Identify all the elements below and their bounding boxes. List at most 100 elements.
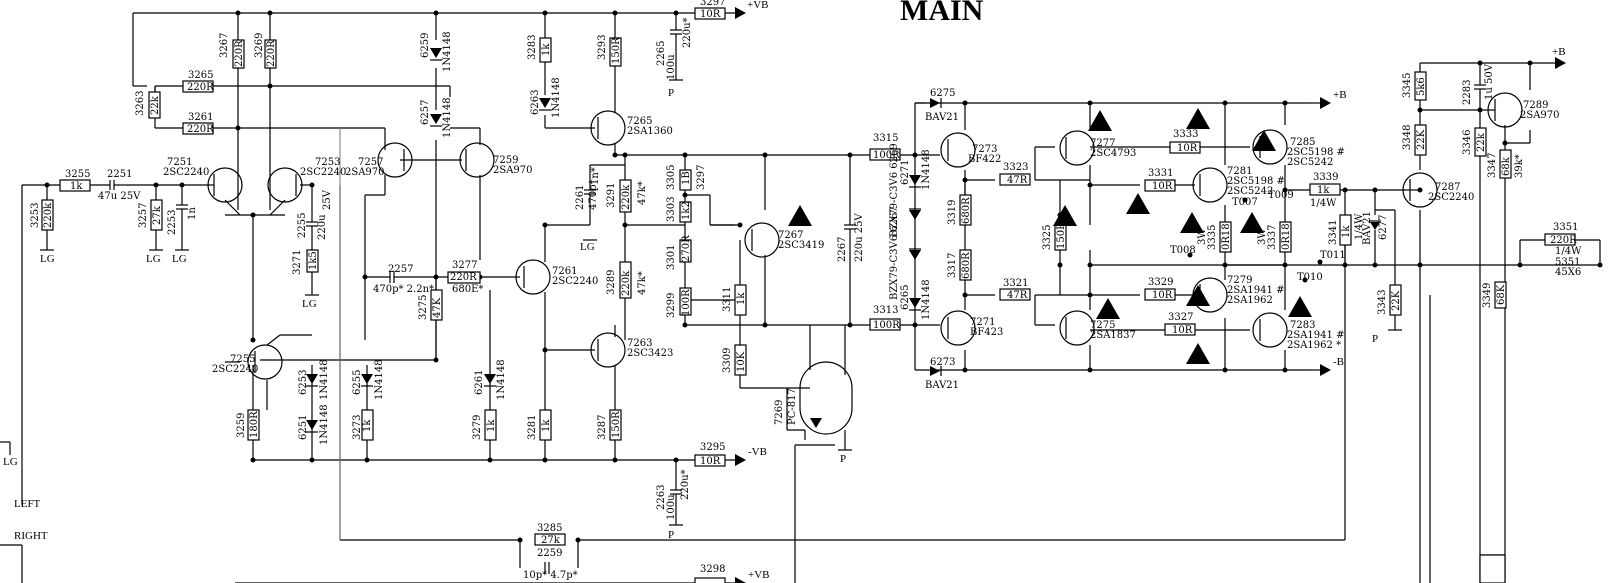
label-r3321: 3321: [1003, 278, 1028, 289]
label-q7271: 7271: [970, 317, 995, 328]
value-r3317: 680R: [961, 252, 972, 279]
value-r3279: 1k: [486, 419, 497, 432]
label-d6275: 6275: [930, 88, 955, 99]
value2-c2263: 220u*: [680, 469, 691, 500]
label-r3323: 3323: [1003, 162, 1028, 173]
value-r3303: 1k2: [681, 201, 692, 220]
label-r3285: 3285: [537, 523, 562, 534]
label-r3346: 3346: [1462, 130, 1473, 155]
value-q7271: BF423: [970, 327, 1003, 338]
value-r3299: 100R: [681, 289, 692, 316]
label-q7287: 7287: [1435, 182, 1460, 193]
label-q7275: 7275: [1090, 320, 1115, 331]
label-q7253: 7253: [315, 157, 340, 168]
value-q7267: 2SC3419: [778, 240, 824, 251]
value-r3323: 47R: [1007, 175, 1028, 186]
lg-label-4: LG: [302, 298, 317, 310]
label-c2265: 2265: [656, 41, 667, 66]
label-r3311: 3311: [722, 287, 733, 312]
p-label-1: P: [668, 87, 674, 99]
label-r3303: 3303: [666, 197, 677, 222]
value2-r3339: 1/4W: [1310, 198, 1337, 209]
label-r3263: 3263: [135, 91, 146, 116]
label-r3319: 3319: [947, 200, 958, 225]
value2-r3347: 39k*: [1514, 154, 1525, 178]
label-r3255: 3255: [65, 169, 90, 180]
label-q7257: 7257: [358, 157, 383, 168]
value2-c2261: 1n*: [590, 167, 601, 185]
value-r3331: 10R: [1152, 181, 1173, 192]
rail-label-pos-b: +B: [1333, 89, 1347, 101]
label-r3305: 3305: [666, 165, 677, 190]
value-r3349: 68K: [1496, 284, 1507, 305]
value-q7251: 2SC2240: [163, 167, 209, 178]
value-r3255: 1k: [70, 181, 83, 192]
value-q7273: BF422: [968, 154, 1001, 165]
value2-r3277: 680E*: [452, 284, 483, 295]
value-r3351: 220R: [1550, 235, 1577, 246]
label-r3265: 3265: [188, 70, 213, 81]
label-r3257: 3257: [138, 203, 149, 228]
label-r3343: 3343: [1377, 290, 1388, 315]
value-d6253: 1N4148: [319, 359, 330, 400]
label-r3295: 3295: [700, 442, 725, 453]
label-r3341: 3341: [1328, 220, 1339, 245]
label-d6251: 6251: [298, 415, 309, 440]
value-q7275: 2SA1837: [1090, 330, 1136, 341]
label-l5351: 5351: [1555, 257, 1580, 268]
label-c2283: 2283: [1462, 80, 1473, 105]
value-r3267: 220R: [234, 40, 245, 67]
component-labels: 3265 220R 3261 220R 3255 1k 2251 47u 25V…: [65, 0, 1582, 581]
label-r3277: 3277: [452, 260, 477, 271]
label-d6257: 6257: [420, 100, 431, 125]
lg-label-1: LG: [40, 253, 55, 265]
label-r3327: 3327: [1168, 312, 1193, 323]
value-d6275: BAV21: [925, 112, 959, 123]
p-label-4: P: [1372, 333, 1378, 345]
label-r3349: 3349: [1482, 283, 1493, 308]
label-q7277: 7277: [1090, 138, 1115, 149]
label-d6271: 6271: [900, 160, 911, 185]
label-c2267: 2267: [837, 237, 848, 262]
value-r3285: 27k: [541, 535, 561, 546]
value2-r3335: 3W: [1197, 228, 1208, 245]
channel-right: RIGHT: [14, 530, 48, 542]
value-q7253: 2SC2240: [300, 167, 346, 178]
value-d6263: 1N4148: [551, 77, 562, 118]
label-r3325: 3325: [1042, 225, 1053, 250]
value-q7261: 2SC2240: [552, 276, 598, 287]
capacitor-plates: [109, 29, 1486, 574]
lg-label-6: LG: [3, 456, 18, 468]
value-r3327: 10R: [1172, 325, 1193, 336]
label-c2251: 2251: [107, 169, 132, 180]
value2-q7283: 2SA1962 *: [1287, 340, 1341, 351]
value-r3293: 150R: [611, 37, 622, 64]
value-r3275: 47K: [432, 297, 443, 318]
value-r3269: 220R: [266, 40, 277, 67]
label-r3297: 3297: [700, 0, 725, 8]
label-q7289: 7289: [1523, 100, 1548, 111]
value-q7287: 2SC2240: [1428, 192, 1474, 203]
label-r3289: 3289: [606, 270, 617, 295]
value-d6273: BAV21: [925, 380, 959, 391]
label-r3333: 3333: [1173, 129, 1198, 140]
value-r3321: 47R: [1007, 290, 1028, 301]
value-c2259: 10p* 4.7p*: [523, 570, 578, 581]
testpoint-t010: T010: [1297, 272, 1323, 283]
value-r3347: 68k: [1501, 156, 1512, 176]
value-q7289: 2SA970: [1520, 110, 1560, 121]
label-r3339: 3339: [1313, 172, 1338, 183]
value-r3329: 10R: [1152, 290, 1173, 301]
value-q7265: 2SA1360: [627, 126, 673, 137]
value-l5351: 45X6: [1555, 267, 1581, 278]
value-r3271: 1k5: [308, 251, 319, 270]
label-d6259: 6259: [420, 33, 431, 58]
label-q7279: 7279: [1227, 275, 1252, 286]
label-r3345: 3345: [1402, 73, 1413, 98]
label-r3297-v: 3297: [696, 165, 707, 190]
label-r3269: 3269: [254, 33, 265, 58]
value-r3343: 22K: [1391, 290, 1402, 311]
label-r3347: 3347: [1487, 153, 1498, 178]
value-q7257: 2SA970: [345, 167, 385, 178]
rail-label-neg-b: -B: [1333, 356, 1344, 368]
